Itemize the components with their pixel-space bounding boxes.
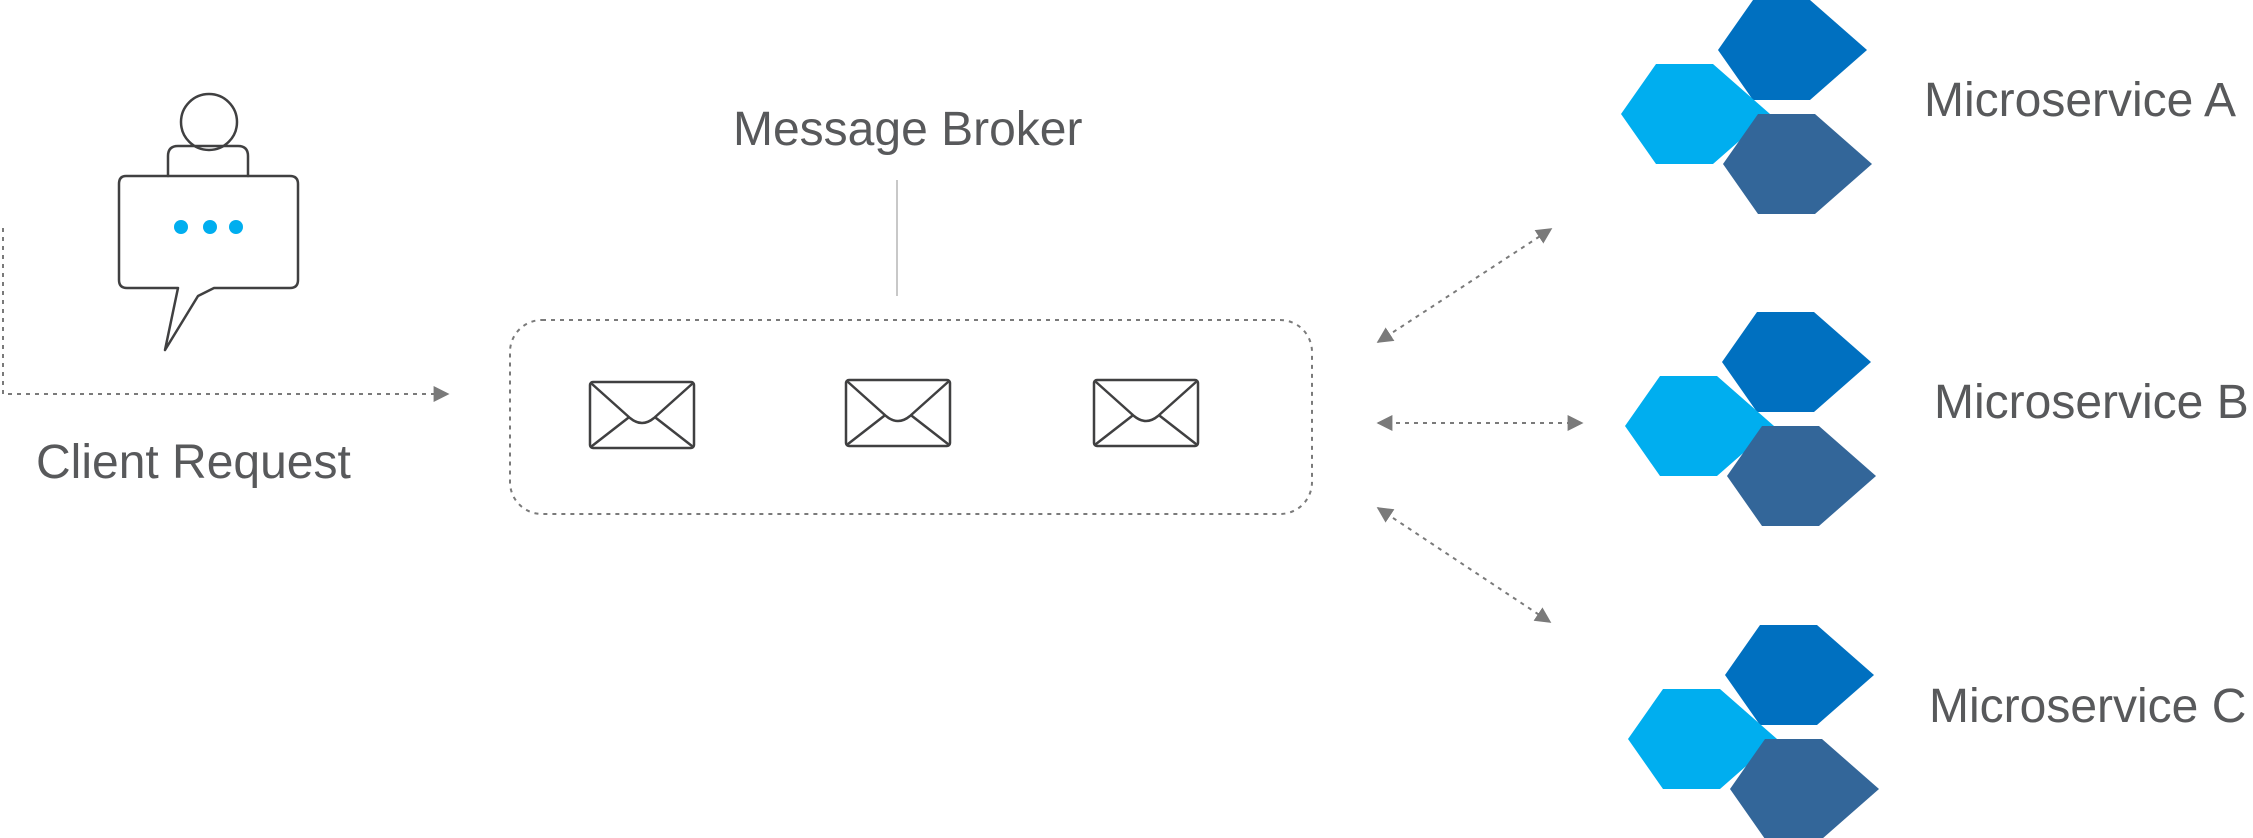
- envelope-icon: [588, 380, 696, 450]
- hexagon-bottom: [1723, 114, 1872, 214]
- user-chat-icon: [117, 92, 300, 352]
- typing-dot-icon: [174, 220, 188, 234]
- hexagon-left: [1628, 689, 1777, 789]
- client-request-connector: [2, 228, 450, 402]
- hexagon-cluster-icon: [1621, 0, 1872, 214]
- hexagon-bottom: [1727, 426, 1876, 526]
- connector-service-c: [1376, 507, 1552, 623]
- hexagon-left: [1625, 376, 1774, 476]
- hexagon-top: [1722, 312, 1871, 412]
- typing-dot-icon: [229, 220, 243, 234]
- microservice-a-label: Microservice A: [1924, 74, 2236, 127]
- hexagon-cluster-icon: [1625, 312, 1876, 526]
- envelope-icon: [1092, 378, 1200, 448]
- client-request-label: Client Request: [36, 436, 351, 489]
- typing-dot-icon: [203, 220, 217, 234]
- hexagon-bottom: [1730, 739, 1879, 838]
- hexagon-top: [1725, 625, 1874, 725]
- hexagon-top: [1718, 0, 1867, 100]
- microservice-b-label: Microservice B: [1934, 376, 2249, 429]
- envelope-icon: [844, 378, 952, 448]
- microservice-c-label: Microservice C: [1929, 680, 2246, 733]
- hexagon-left: [1621, 64, 1770, 164]
- message-broker-box: [509, 319, 1313, 515]
- hexagon-cluster-icon: [1628, 625, 1879, 838]
- broker-label: Message Broker: [733, 103, 1082, 156]
- connector-service-a: [1376, 228, 1553, 343]
